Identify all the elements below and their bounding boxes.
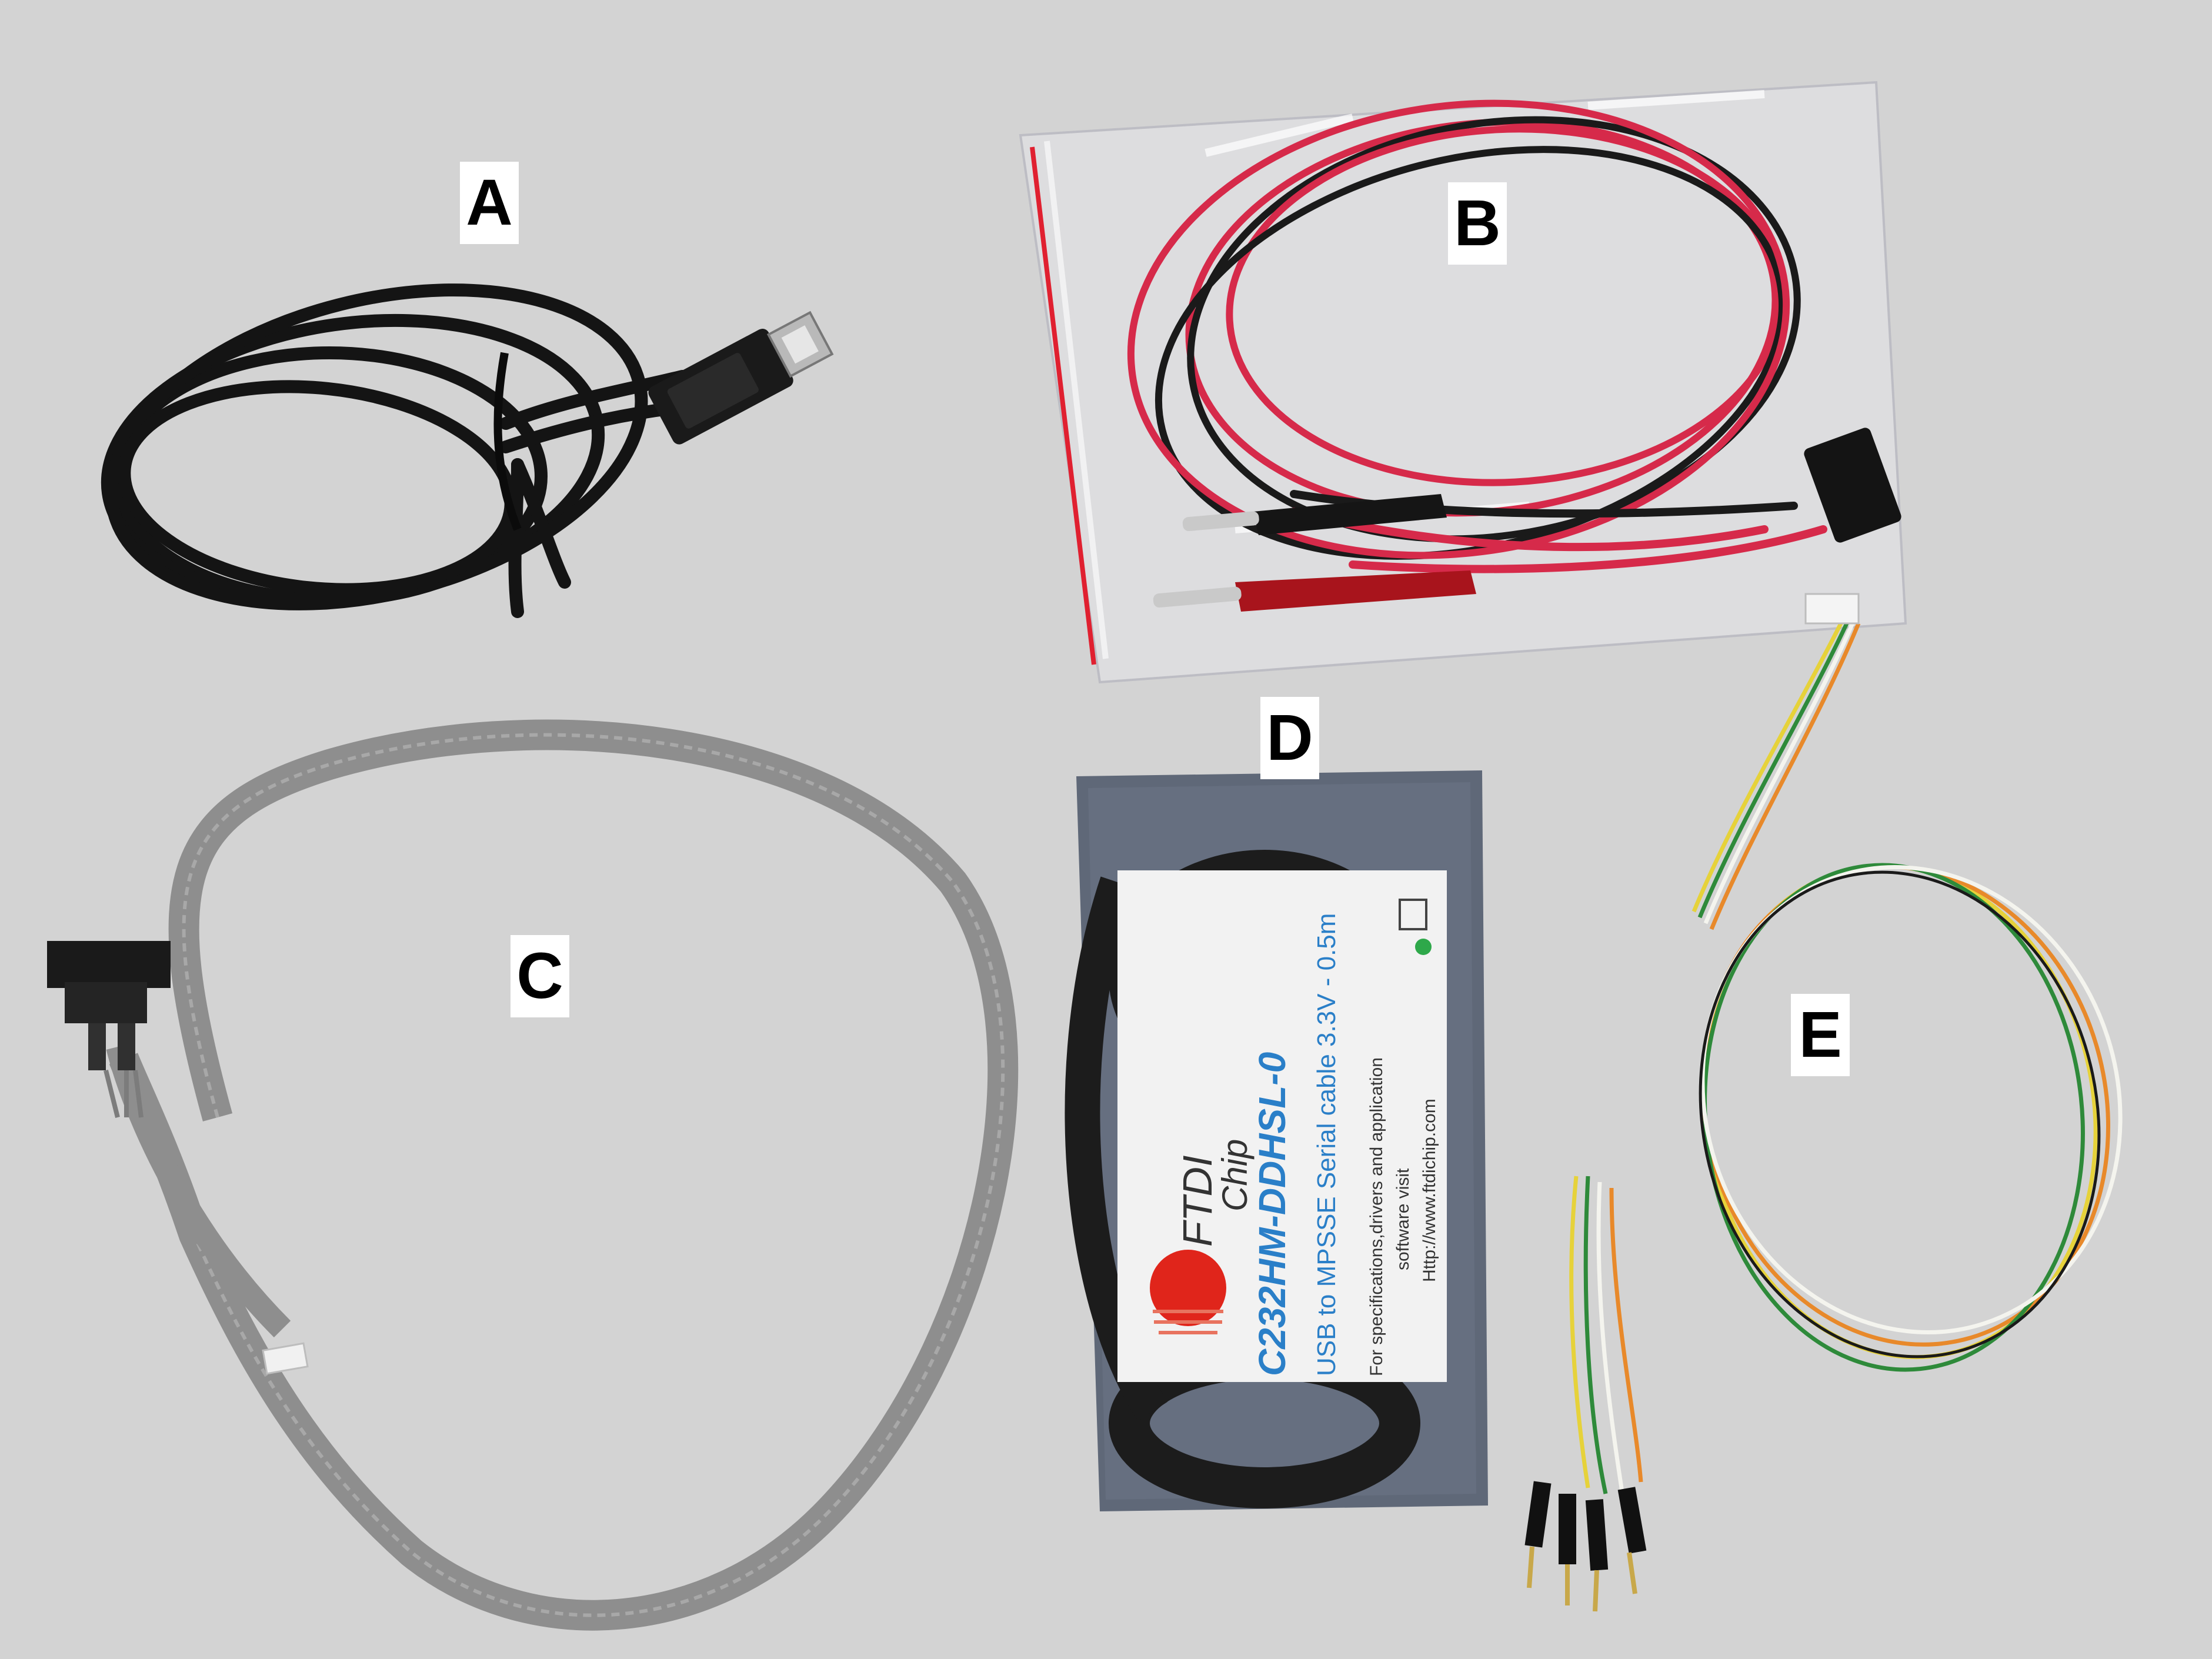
ftdi-brand-sub-text: Chip (1215, 1139, 1255, 1211)
jumper-pins (1524, 1481, 1647, 1612)
label-e: E (1791, 994, 1850, 1076)
usb-serial-cable-package-icon: FTDI Chip C232HM-DDHSL-0 USB to MPSSE Se… (1065, 770, 1488, 1511)
jst-header-connector (1804, 593, 1860, 625)
label-a: A (460, 162, 519, 244)
ftdi-logo-icon (1150, 1250, 1226, 1326)
ftdi-brand-text: FTDI (1175, 1155, 1220, 1247)
label-c: C (511, 935, 569, 1017)
label-e-text: E (1799, 999, 1842, 1071)
label-d: D (1260, 697, 1319, 779)
banana-plug-cable-icon (1127, 99, 1827, 573)
ftdi-info-text-2: software visit (1393, 1168, 1413, 1270)
label-b-text: B (1454, 187, 1501, 259)
banana-plug-black (1182, 494, 1447, 535)
label-a-text: A (466, 166, 513, 239)
ftdi-description-text: USB to MPSSE Serial cable 3.3V - 0.5m (1312, 913, 1341, 1376)
ftdi-url-text: Http://www.ftdichip.com (1420, 1099, 1439, 1282)
recycle-mark-icon (1399, 899, 1427, 930)
label-d-text: D (1266, 702, 1313, 774)
hdmi-cable-icon (101, 283, 834, 618)
idc-connector (47, 941, 171, 1118)
ftdi-info-text-1: For specifications,drivers and applicati… (1367, 1057, 1386, 1376)
rohs-dot-icon (1415, 939, 1432, 955)
jumper-wire-harness-icon (1569, 622, 2123, 1500)
jst-connector (262, 1342, 309, 1375)
banana-plug-red (1153, 570, 1476, 612)
ziplock-bag-icon (1019, 81, 1907, 684)
label-c-text: C (516, 940, 563, 1012)
label-b: B (1448, 182, 1507, 265)
wire-to-board-connector (1804, 428, 1901, 543)
ftdi-model-text: C232HM-DDHSL-0 (1251, 1052, 1293, 1376)
